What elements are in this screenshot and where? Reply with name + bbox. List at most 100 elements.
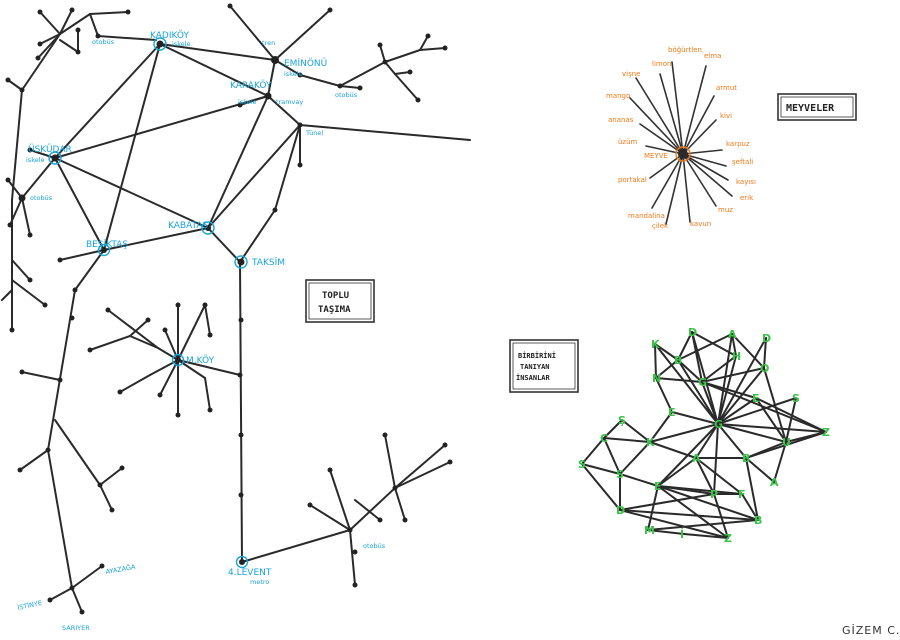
station-eminonu: EMİNÖNÜ <box>284 58 327 69</box>
fruit-label: portakal <box>618 176 647 184</box>
people-edge <box>695 457 715 495</box>
station-kadikoy-sub: iskele <box>172 40 191 48</box>
person-node: M <box>644 524 655 537</box>
people-edge <box>657 423 719 487</box>
people-edge <box>649 441 697 459</box>
person-node: O <box>760 362 769 375</box>
person-node: Ş <box>618 414 626 427</box>
fruit-spoke <box>682 65 707 155</box>
people-edge <box>654 343 719 425</box>
people-edge <box>745 457 775 483</box>
people-edge <box>649 411 673 443</box>
people-edge <box>691 331 719 425</box>
person-node: İ <box>680 527 684 541</box>
people-edge <box>581 463 621 511</box>
people-edge <box>763 367 787 443</box>
people-edge <box>717 423 747 459</box>
people-edge <box>785 431 827 443</box>
people-edge <box>763 337 767 369</box>
station-kadikoy: KADIKÖY <box>150 30 189 41</box>
people-edge <box>671 411 719 425</box>
people-edge <box>649 423 719 443</box>
fruit-label: muz <box>718 206 733 214</box>
fruit-spoke <box>635 77 684 155</box>
people-title-line3: İNSANLAR <box>516 373 551 382</box>
station-levent: 4.LEVENT <box>228 568 272 578</box>
people-edge <box>603 419 623 439</box>
people-edge <box>713 423 719 495</box>
people-edge <box>683 533 729 539</box>
people-title-line2: TANIYAN <box>520 363 550 371</box>
fruit-label: çilek <box>652 222 669 230</box>
transport-network: KADIKÖY iskele EMİNÖNÜ iskele KARAKÖY is… <box>1 3 471 632</box>
person-node: U <box>782 436 791 449</box>
person-node: D <box>616 504 625 517</box>
people-edge <box>619 509 759 521</box>
people-edge <box>745 457 759 521</box>
station-taksim: TAKSİM <box>251 257 285 268</box>
people-edge <box>677 359 703 383</box>
fruit-label: üzüm <box>618 138 638 146</box>
transport-title-box: TOPLU TAŞIMA <box>305 279 375 323</box>
station-uskudar-sub: iskele <box>26 156 45 164</box>
person-node: B <box>742 452 750 465</box>
fruits-star: MEYVE böğürtlenelmalimonvişnearmutmangok… <box>606 46 857 230</box>
people-edge <box>655 377 673 413</box>
fruits-title-box: MEYVELER <box>777 93 857 121</box>
people-edge <box>717 397 757 425</box>
people-edge <box>603 437 621 475</box>
people-edge <box>655 377 703 383</box>
station-uskudar: ÜSKÜDAR <box>28 144 72 155</box>
fruit-label: kavun <box>690 220 711 228</box>
station-eminonu-sub: iskele <box>284 70 303 78</box>
people-edge <box>603 437 651 443</box>
fruits-center: MEYVE <box>644 152 668 160</box>
people-edge <box>581 463 621 475</box>
person-node: B <box>674 354 682 367</box>
people-edge <box>717 333 733 425</box>
people-edge <box>619 493 715 511</box>
signature: GİZEM C. <box>842 624 900 637</box>
fruit-spoke <box>682 153 691 223</box>
fruit-label: armut <box>716 84 737 92</box>
transport-hubs <box>48 37 279 569</box>
people-edge <box>741 493 759 521</box>
people-edge <box>655 359 679 379</box>
person-node: Z <box>822 426 830 439</box>
people-edge <box>785 397 797 443</box>
people-edge <box>695 457 743 495</box>
people-edge <box>619 441 651 475</box>
station-karakoy: KARAKÖY <box>230 80 272 91</box>
people-edge <box>691 331 737 357</box>
station-levent-sub: metro <box>250 578 269 586</box>
people-edge <box>677 333 733 361</box>
person-node: Z <box>724 532 732 545</box>
label-tramvay: tramvay <box>276 98 303 106</box>
people-edge <box>701 381 827 433</box>
people-edge <box>657 485 729 539</box>
label-otobus-1: otobüs <box>92 38 115 46</box>
person-node: G <box>714 418 723 431</box>
person-node: A <box>770 476 779 489</box>
person-node: E <box>668 406 676 419</box>
person-node: B <box>754 514 762 527</box>
station-besiktas: BEŞİKTAŞ <box>86 239 128 250</box>
people-edge <box>647 529 685 535</box>
label-otobus-2: otobüs <box>30 194 53 202</box>
people-edge <box>621 419 651 443</box>
fruit-label: elma <box>704 52 721 60</box>
station-kabatas: KABATAŞ <box>168 221 208 231</box>
people-edge <box>657 485 743 495</box>
person-node: E <box>654 480 662 493</box>
fruit-label: limon <box>652 60 671 68</box>
person-node: C <box>600 432 608 445</box>
fruit-spoke <box>671 61 684 155</box>
person-node: E <box>752 392 760 405</box>
fruit-label: karpuz <box>726 140 750 148</box>
people-edge <box>647 485 659 531</box>
fruit-label: şeftali <box>732 158 753 166</box>
people-edge <box>654 343 657 379</box>
fruit-spoke <box>645 145 684 155</box>
